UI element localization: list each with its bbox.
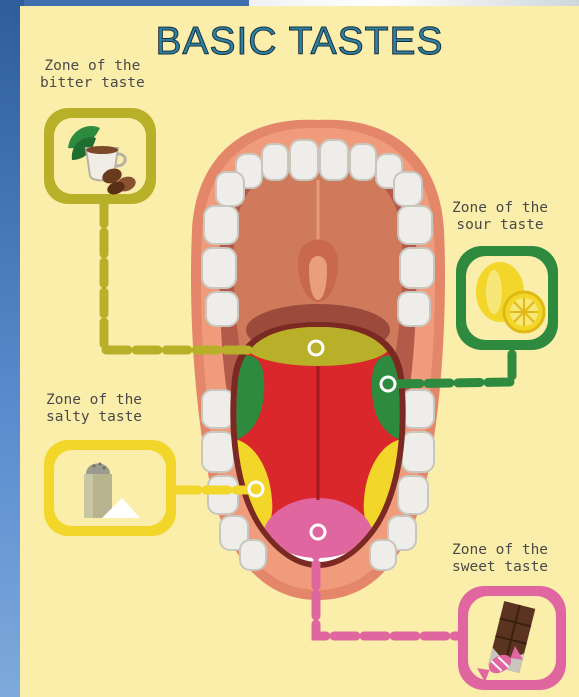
- coffee-cup-icon: [44, 108, 156, 204]
- salt-shaker-icon: [44, 440, 176, 536]
- lemon-icon: [456, 246, 558, 350]
- chocolate-candy-icon: [458, 586, 566, 690]
